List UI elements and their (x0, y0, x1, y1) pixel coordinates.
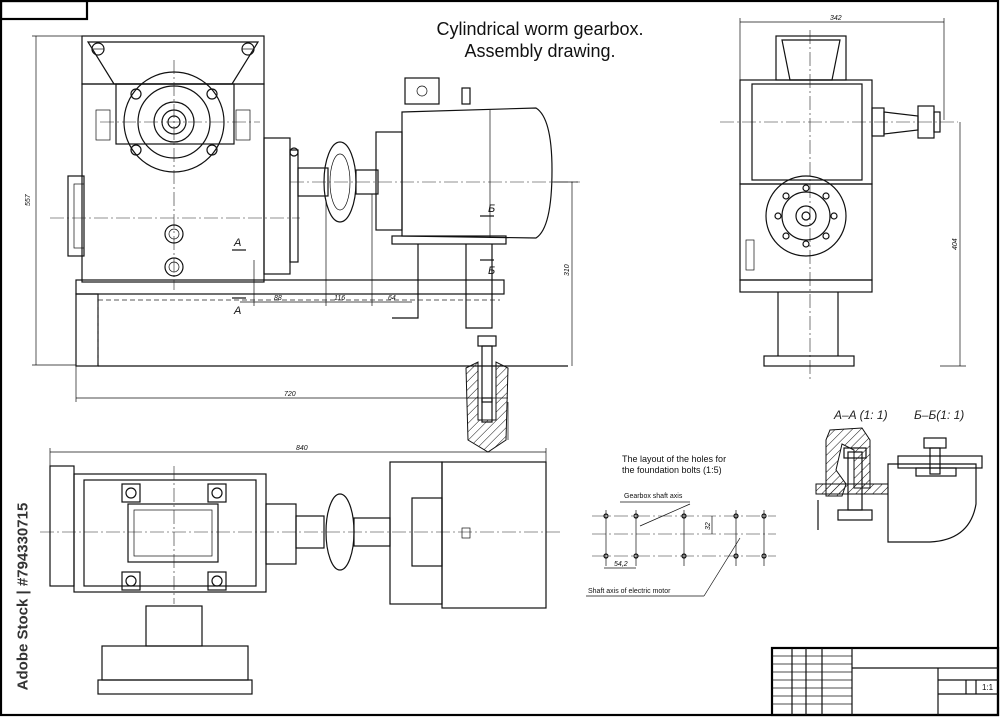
dim-116: 116 (334, 295, 345, 302)
title-block (770, 646, 1000, 717)
section-bb-label: Б–Б(1: 1) (914, 408, 965, 422)
marker-a-upper: A (233, 237, 241, 249)
dim-342: 342 (830, 15, 842, 22)
hole-layout (586, 501, 776, 597)
section-aa-label: A–A (1: 1) (834, 408, 888, 422)
title-block-scale: 1:1 (982, 683, 994, 692)
gearbox-axis-label: Gearbox shaft axis (624, 493, 683, 500)
side-view (720, 18, 966, 380)
dim-32: 32 (705, 522, 712, 530)
marker-b-upper: Б (488, 203, 495, 215)
section-aa-drawing (815, 427, 889, 530)
motor-axis-label: Shaft axis of electric motor (588, 588, 671, 595)
marker-a-lower: A (233, 305, 241, 317)
top-view (40, 448, 560, 695)
marker-b-lower: Б (488, 265, 495, 277)
drawing-subtitle: Assembly drawing. (464, 41, 616, 61)
drawing-title: Cylindrical worm gearbox. (436, 19, 644, 39)
dim-54-2: 54,2 (614, 561, 628, 568)
dim-88: 88 (274, 295, 282, 302)
front-view (32, 35, 580, 453)
holes-note-line2: the foundation bolts (1:5) (622, 465, 722, 475)
dim-64: 64 (388, 295, 396, 302)
dim-404: 404 (952, 238, 959, 250)
dim-310: 310 (564, 264, 571, 276)
stock-watermark: Adobe Stock | #794330715 (14, 502, 32, 691)
dim-720: 720 (284, 391, 296, 398)
dim-840: 840 (296, 445, 308, 452)
holes-note-line1: The layout of the holes for (622, 454, 727, 464)
section-bb-drawing (887, 437, 983, 543)
dim-557: 557 (25, 193, 32, 206)
